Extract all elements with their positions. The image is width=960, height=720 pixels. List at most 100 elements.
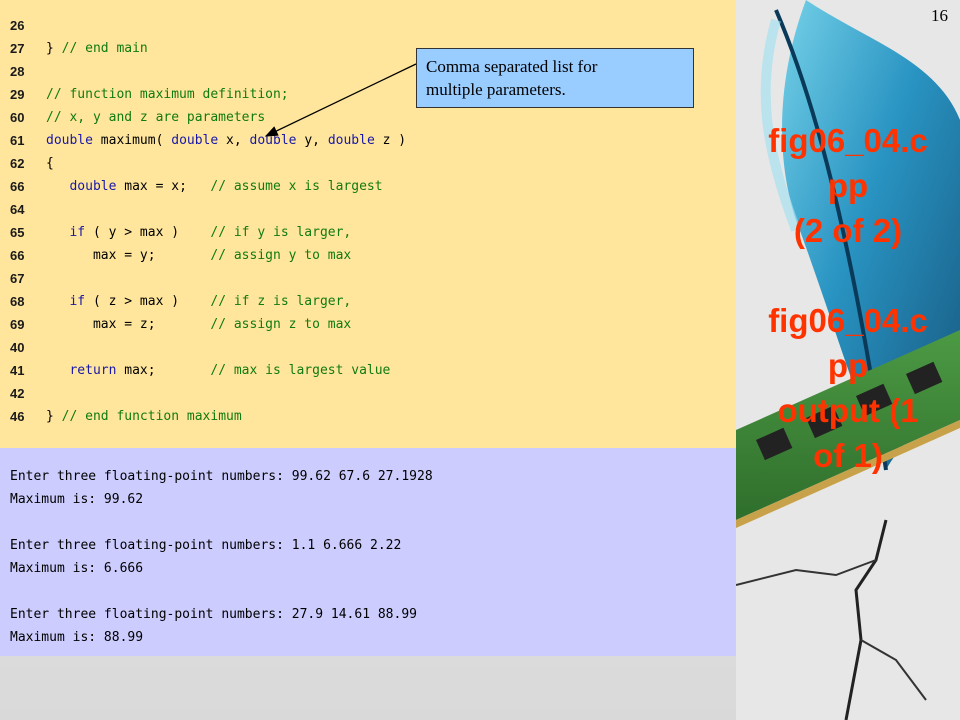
program-output: Enter three floating-point numbers: 99.6… [0, 448, 736, 656]
slide-title: fig06_04.c pp (2 of 2) fig06_04.c pp out… [736, 118, 960, 478]
title-line: fig06_04.c [768, 122, 928, 159]
line-number: 60 [10, 110, 25, 125]
line-number: 66 [10, 179, 25, 194]
code-line: 65 if ( y > max ) // if y is larger, [0, 221, 736, 244]
callout-line-1: Comma separated list for [426, 57, 598, 76]
code-line: 26 [0, 14, 736, 37]
code-line: 41 return max; // max is largest value [0, 359, 736, 382]
code-text: } // end function maximum [46, 405, 242, 428]
code-line: 68 if ( z > max ) // if z is larger, [0, 290, 736, 313]
code-line: 62 { [0, 152, 736, 175]
title-line: pp [827, 347, 869, 384]
code-comment: // function maximum definition; [46, 87, 289, 102]
line-number: 41 [10, 363, 25, 378]
code-comment: // end function maximum [61, 409, 242, 424]
title-block-2: fig06_04.c pp output (1 of 1) [736, 298, 960, 478]
code-text: { [46, 152, 54, 175]
code-line: 46 } // end function maximum [0, 405, 736, 428]
title-block-1: fig06_04.c pp (2 of 2) [736, 118, 960, 253]
code-comment: // end main [61, 41, 148, 56]
code-text: double maximum( double x, double y, doub… [46, 129, 406, 152]
feather-decoration: 16 [736, 0, 960, 720]
title-line: pp [827, 167, 869, 204]
line-number: 64 [10, 202, 25, 217]
slide-number: 16 [931, 6, 948, 25]
code-line: 42 [0, 382, 736, 405]
code-comment: // if z is larger, [210, 294, 352, 309]
code-text: max = y; // assign y to max [46, 244, 351, 267]
line-number: 65 [10, 225, 25, 240]
line-number: 27 [10, 41, 25, 56]
output-line: Enter three floating-point numbers: 99.6… [10, 469, 433, 484]
callout-line-2: multiple parameters. [426, 80, 566, 99]
code-keyword: return [69, 363, 117, 378]
code-keyword: double [46, 133, 93, 148]
line-number: 42 [10, 386, 25, 401]
code-token: max; [116, 363, 211, 378]
code-keyword: double [69, 179, 117, 194]
code-text: max = z; // assign z to max [46, 313, 351, 336]
code-text: // function maximum definition; [46, 83, 289, 106]
line-number: 61 [10, 133, 25, 148]
line-number: 29 [10, 87, 25, 102]
line-number: 67 [10, 271, 25, 286]
code-token: max = z; [46, 317, 211, 332]
code-comment: // assume x is largest [210, 179, 383, 194]
output-line: Enter three floating-point numbers: 27.9… [10, 607, 417, 622]
code-token: z ) [374, 133, 407, 148]
title-line: fig06_04.c [768, 302, 928, 339]
code-line: 60 // x, y and z are parameters [0, 106, 736, 129]
code-token: { [46, 156, 54, 171]
code-comment: // assign z to max [210, 317, 352, 332]
code-line: 69 max = z; // assign z to max [0, 313, 736, 336]
title-line: (2 of 2) [793, 212, 903, 249]
code-keyword: if [69, 294, 86, 309]
line-number: 40 [10, 340, 25, 355]
code-comment: // max is largest value [210, 363, 391, 378]
code-token: } [46, 41, 62, 56]
line-number: 69 [10, 317, 25, 332]
code-comment: // assign y to max [210, 248, 352, 263]
code-text: if ( z > max ) // if z is larger, [46, 290, 351, 313]
code-keyword: double [249, 133, 297, 148]
line-number: 26 [10, 18, 25, 33]
code-token: ( z > max ) [85, 294, 211, 309]
title-line: output (1 [777, 392, 919, 429]
line-number: 46 [10, 409, 25, 424]
code-text: if ( y > max ) // if y is larger, [46, 221, 351, 244]
code-line: 67 [0, 267, 736, 290]
output-line: Maximum is: 6.666 [10, 561, 144, 576]
code-token: ( y > max ) [85, 225, 211, 240]
code-comment: // x, y and z are parameters [46, 110, 266, 125]
code-line: 61 double maximum( double x, double y, do… [0, 129, 736, 152]
line-number: 68 [10, 294, 25, 309]
code-token: x, [218, 133, 250, 148]
output-line: Enter three floating-point numbers: 1.1 … [10, 538, 402, 553]
line-number: 62 [10, 156, 25, 171]
code-token [46, 179, 69, 194]
code-text: } // end main [46, 37, 148, 60]
code-token [46, 294, 69, 309]
code-token: maximum( [92, 133, 172, 148]
code-token: max = x; [116, 179, 211, 194]
line-number: 28 [10, 64, 25, 79]
code-line: 66 double max = x; // assume x is larges… [0, 175, 736, 198]
code-token [46, 363, 69, 378]
code-token: y, [296, 133, 328, 148]
title-line: of 1) [813, 437, 883, 474]
code-line: 64 [0, 198, 736, 221]
output-line: Maximum is: 88.99 [10, 630, 144, 645]
code-token: max = y; [46, 248, 211, 263]
code-comment: // if y is larger, [210, 225, 352, 240]
code-text: double max = x; // assume x is largest [46, 175, 383, 198]
code-keyword: double [327, 133, 375, 148]
code-keyword: if [69, 225, 86, 240]
callout-box: Comma separated list for multiple parame… [416, 48, 694, 108]
code-line: 66 max = y; // assign y to max [0, 244, 736, 267]
output-line: Maximum is: 99.62 [10, 492, 144, 507]
code-line: 40 [0, 336, 736, 359]
code-text: return max; // max is largest value [46, 359, 390, 382]
code-line: 28 [0, 60, 736, 83]
code-line: 27} // end main [0, 37, 736, 60]
code-text: // x, y and z are parameters [46, 106, 265, 129]
